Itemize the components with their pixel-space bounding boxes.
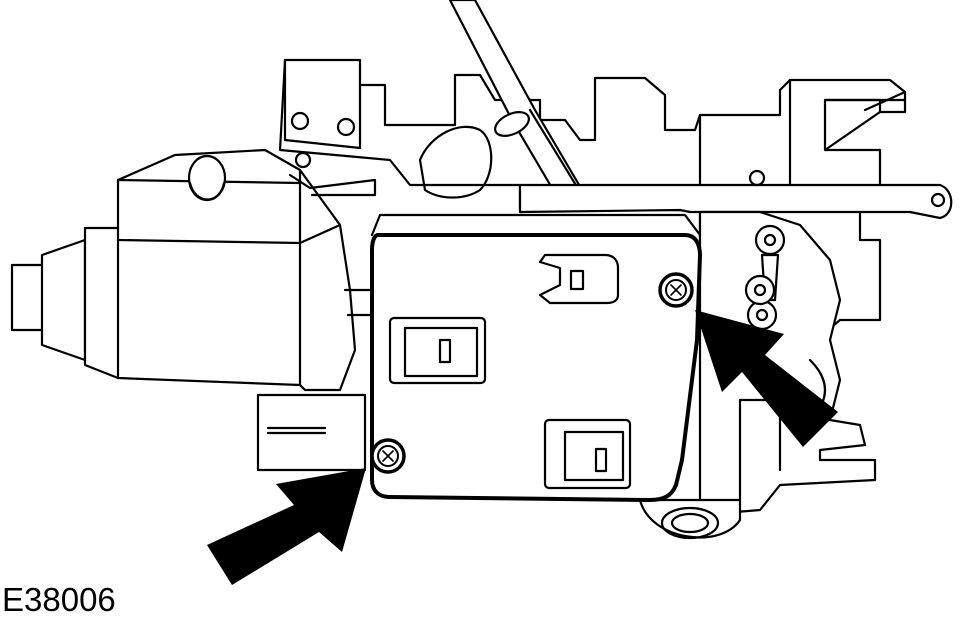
cross-head-screw-icon — [658, 272, 694, 308]
cover-plate — [370, 213, 702, 502]
arrow-icon — [207, 468, 366, 585]
figure-id-label: E38006 — [2, 581, 116, 618]
cross-head-screw-icon — [370, 438, 406, 474]
lower-left-bracket — [256, 393, 367, 472]
arrow-icon — [695, 310, 838, 447]
shift-rod — [448, 0, 587, 207]
lower-linkage — [638, 210, 877, 540]
lock-housing — [10, 148, 377, 392]
link-rod — [518, 169, 953, 220]
